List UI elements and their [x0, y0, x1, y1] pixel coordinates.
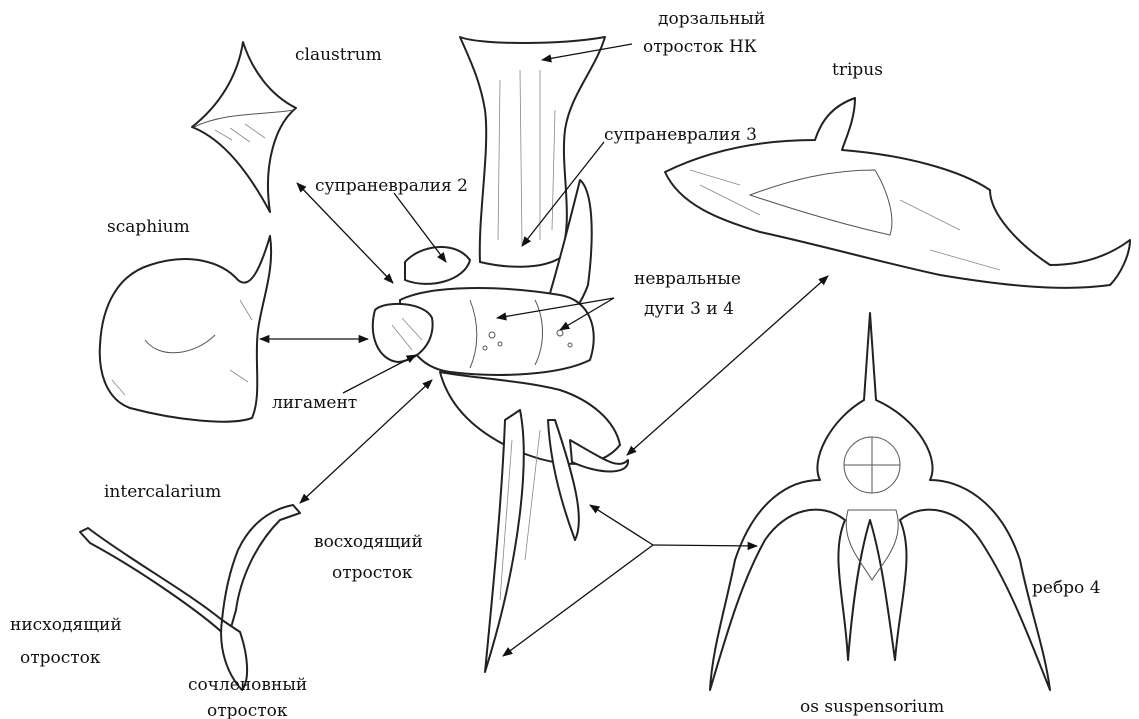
scaphium-drawing	[100, 236, 271, 422]
label-supraneural-2: супраневралия 2	[315, 176, 468, 196]
label-descending-process-line2: отросток	[20, 648, 101, 668]
label-rib-4: ребро 4	[1032, 578, 1101, 598]
label-supraneural-3: супраневралия 3	[604, 125, 757, 145]
label-os-suspensorium: os suspensorium	[800, 697, 944, 717]
label-articular-process-line2: отросток	[207, 701, 288, 719]
intercalarium-drawing	[80, 505, 300, 690]
claustrum-drawing	[192, 42, 296, 212]
label-ascending-process-line1: восходящий	[314, 532, 423, 552]
label-articular-process-line1: сочленовный	[188, 675, 307, 695]
os-suspensorium-drawing	[710, 313, 1050, 690]
label-ascending-process-line2: отросток	[332, 563, 413, 583]
label-dorsal-process-line2: отросток НК	[643, 37, 757, 57]
label-intercalarium: intercalarium	[104, 482, 221, 502]
label-descending-process-line1: нисходящий	[10, 615, 122, 635]
label-ligament: лигамент	[272, 393, 357, 413]
label-neural-arches-line1: невральные	[634, 269, 741, 289]
label-claustrum: claustrum	[295, 45, 382, 65]
label-dorsal-process-line1: дорзальный	[658, 9, 765, 29]
label-tripus: tripus	[832, 60, 883, 80]
label-neural-arches-line2: дуги 3 и 4	[644, 299, 734, 319]
label-scaphium: scaphium	[107, 217, 190, 237]
